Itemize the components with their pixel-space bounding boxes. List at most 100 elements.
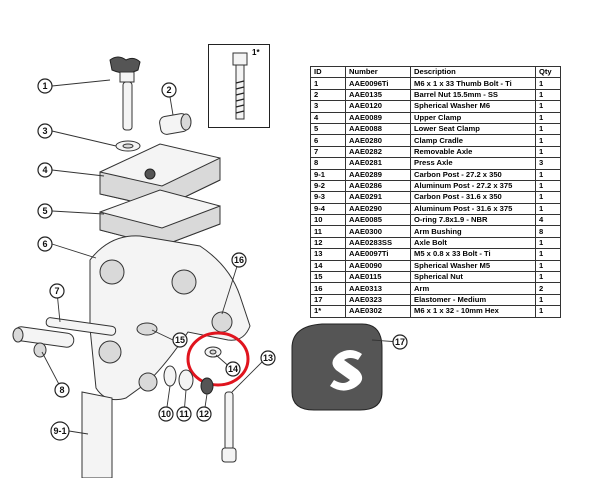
part-spherical-nut [136, 322, 158, 336]
cell-number: AAE0289 [345, 168, 411, 181]
cell-qty: 1 [535, 100, 561, 113]
svg-text:7: 7 [54, 286, 59, 296]
cell-id: 9-4 [310, 202, 346, 216]
cell-description: Aluminum Post - 31.6 x 375 [410, 202, 536, 216]
svg-text:8: 8 [59, 385, 64, 395]
callout-14: 14 [225, 361, 241, 377]
svg-text:9-1: 9-1 [53, 426, 66, 436]
cell-id: 15 [310, 271, 346, 284]
cell-id: 8 [310, 157, 346, 170]
cell-description: Press Axle [410, 157, 536, 170]
cell-id: 9-2 [310, 179, 346, 193]
svg-text:14: 14 [228, 364, 238, 374]
cell-id: 17 [310, 293, 346, 307]
cell-number: AAE0115 [345, 271, 411, 284]
cell-id: 9-1 [310, 168, 346, 181]
callout-16: 16 [231, 252, 247, 268]
cell-number: AAE0097Ti [345, 248, 411, 261]
part-post [81, 391, 113, 478]
part-o-ring [163, 365, 177, 387]
cell-id: 13 [310, 248, 346, 261]
cell-number: AAE0135 [345, 88, 411, 102]
cell-id: 12 [310, 236, 346, 250]
callout-13: 13 [260, 350, 276, 366]
cell-description: Spherical Washer M6 [410, 100, 536, 113]
cell-qty: 1 [535, 248, 561, 261]
part-upper-clamp [99, 143, 221, 209]
callout-4: 4 [37, 162, 53, 178]
cell-qty: 1 [535, 191, 561, 204]
cell-number: AAE0280 [345, 134, 411, 147]
svg-text:6: 6 [42, 239, 47, 249]
cell-number: AAE0290 [345, 202, 411, 216]
cell-description: Lower Seat Clamp [410, 122, 536, 136]
part-clamp-cradle [89, 235, 251, 401]
highlight-circle [186, 331, 250, 387]
part-elastomer [291, 323, 383, 411]
cell-number: AAE0300 [345, 225, 411, 238]
callout-12: 12 [196, 406, 212, 422]
callout-6: 6 [37, 236, 53, 252]
svg-text:17: 17 [395, 337, 405, 347]
svg-text:5: 5 [42, 206, 47, 216]
cell-id: 10 [310, 214, 346, 227]
part-spherical-washer-m5 [204, 346, 222, 358]
cell-description: Elastomer - Medium [410, 293, 536, 307]
cell-description: M6 x 1 x 32 - 10mm Hex [410, 305, 536, 318]
cell-qty: 2 [535, 282, 561, 295]
cell-qty: 1 [535, 88, 561, 102]
svg-text:1: 1 [42, 81, 47, 91]
cell-id: 3 [310, 100, 346, 113]
inset-label: 1* [252, 48, 260, 57]
cell-id: 1* [310, 305, 346, 318]
cell-number: AAE0089 [345, 111, 411, 124]
cell-description: Spherical Washer M5 [410, 259, 536, 273]
callout-3: 3 [37, 123, 53, 139]
cell-description: Arm Bushing [410, 225, 536, 238]
cell-qty: 1 [535, 293, 561, 307]
cell-qty: 1 [535, 202, 561, 216]
cell-id: 14 [310, 259, 346, 273]
cell-description: O-ring 7.8x1.9 - NBR [410, 214, 536, 227]
cell-qty: 1 [535, 145, 561, 159]
cell-id: 2 [310, 88, 346, 102]
svg-text:15: 15 [175, 335, 185, 345]
callout-1: 1 [37, 78, 53, 94]
hex-bolt-icon [232, 52, 248, 120]
inset-bolt-1-star: 1* [208, 44, 270, 128]
cell-description: Axle Bolt [410, 236, 536, 250]
cell-qty: 8 [535, 225, 561, 238]
callout-2: 2 [161, 82, 177, 98]
cell-id: 4 [310, 111, 346, 124]
cell-number: AAE0090 [345, 259, 411, 273]
cell-qty: 1 [535, 236, 561, 250]
svg-text:4: 4 [42, 165, 47, 175]
cell-description: Barrel Nut 15.5mm - SS [410, 88, 536, 102]
cell-qty: 1 [535, 271, 561, 284]
cell-description: Removable Axle [410, 145, 536, 159]
part-thumb-bolt [109, 56, 141, 131]
cell-description: Arm [410, 282, 536, 295]
cell-description: Upper Clamp [410, 111, 536, 124]
part-removable-axle [45, 317, 117, 336]
cell-description: M5 x 0.8 x 33 Bolt - Ti [410, 248, 536, 261]
cell-qty: 1 [535, 111, 561, 124]
svg-text:13: 13 [263, 353, 273, 363]
